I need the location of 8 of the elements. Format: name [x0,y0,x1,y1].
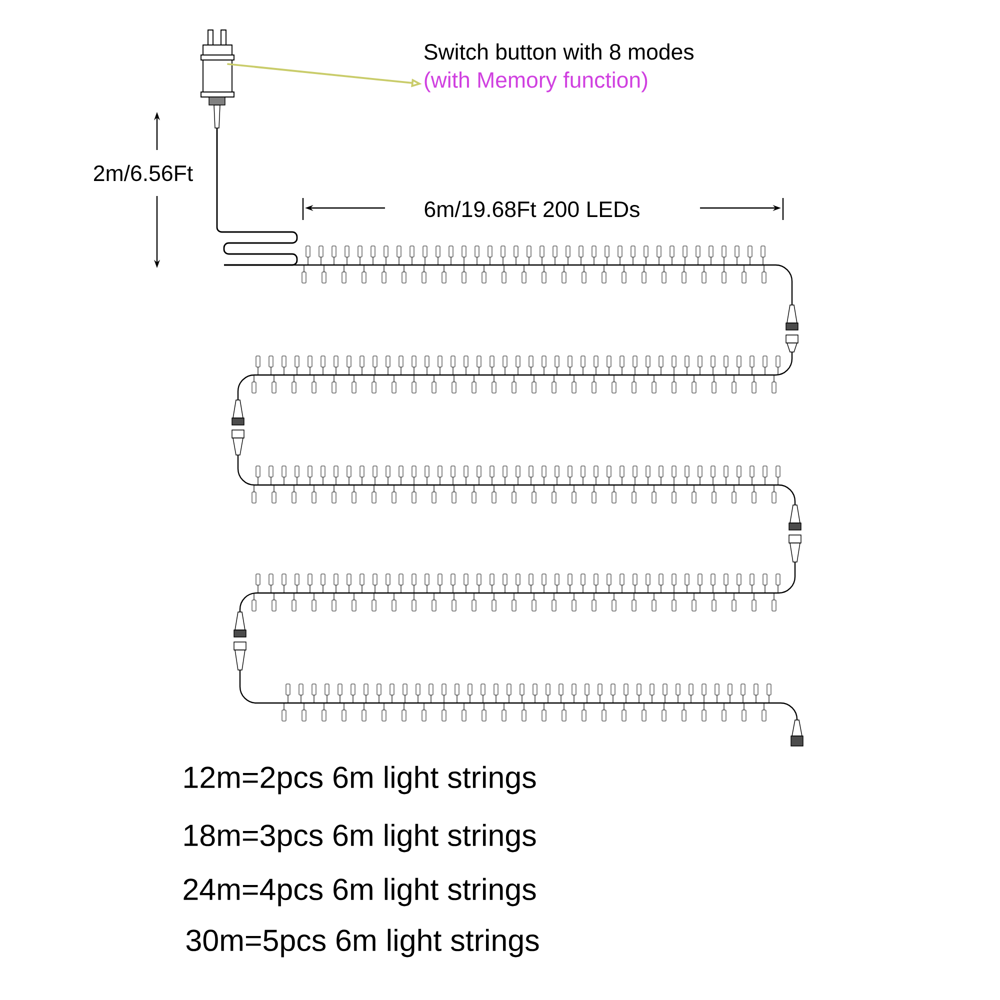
note-text: 18m=3pcs 6m light strings [184,824,536,852]
dimension-label: 2m/6.56Ft [94,164,193,182]
dimension-label: 6m/19.68Ft 200 LEDs [424,200,640,218]
note-text: 30m=5pcs 6m light strings [186,928,539,958]
note-text: 12m=2pcs 6m light strings [184,766,536,794]
adapter-drawing [200,30,234,106]
note-text: 24m=4pcs 6m light strings [184,878,536,906]
annotation-text: Switch button with 8 modes (with Memory function) [424,43,694,92]
